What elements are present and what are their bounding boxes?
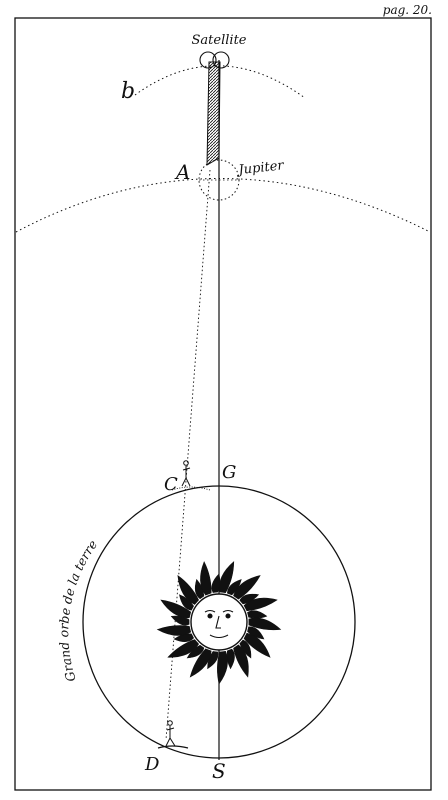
label-earth-orbit: Grand orbe de la terre — [56, 537, 100, 683]
sun-ray — [239, 593, 260, 605]
sun-ray — [194, 578, 205, 600]
sun-ray — [173, 633, 194, 642]
jupiter-orbit-arc — [15, 178, 431, 233]
jupiter-shadow-cone — [206, 61, 221, 166]
satellite-position-1 — [199, 51, 217, 69]
page-number: pag. 20. — [383, 3, 432, 17]
label-point-a: A — [174, 160, 190, 184]
sun-rays — [156, 561, 282, 685]
sun-ray — [226, 648, 235, 670]
sun-ray — [179, 594, 194, 611]
label-earth-orbit-path: Grand orbe de la terre — [56, 537, 100, 683]
sun-ray — [217, 650, 228, 685]
sun-disc — [190, 593, 248, 651]
label-point-d: D — [144, 754, 160, 775]
sun-ray — [233, 575, 261, 600]
label-point-b: b — [121, 79, 135, 104]
sun-ray — [186, 644, 205, 659]
label-point-g: G — [222, 462, 236, 483]
sun-ray — [207, 651, 219, 670]
sun-ray — [177, 574, 200, 605]
label-point-s: S — [212, 759, 226, 783]
sun-ray — [233, 644, 249, 678]
label-point-c: C — [164, 474, 178, 495]
jupiter-body — [198, 159, 240, 201]
observer-d-icon — [157, 720, 189, 749]
sun-icon — [156, 561, 282, 685]
sun-ray — [200, 561, 212, 596]
label-satellite: Satellite — [192, 33, 247, 48]
horizon-mark-c — [171, 486, 211, 491]
sun-ray — [211, 573, 221, 593]
sun-ray — [243, 597, 278, 612]
sun-ray — [167, 639, 200, 658]
sun-ray — [243, 632, 271, 658]
sun-ray — [170, 615, 190, 626]
sun-ray — [156, 625, 192, 636]
sun-ray — [239, 639, 252, 659]
sun-face — [204, 609, 234, 639]
sun-ray — [247, 610, 268, 619]
earth-orbit-circle — [82, 485, 356, 759]
sun-ray — [247, 626, 265, 640]
satellite-position-2 — [212, 51, 230, 69]
label-jupiter: Jupiter — [235, 158, 285, 178]
sun-ray — [160, 599, 192, 619]
sun-ray — [219, 561, 235, 594]
sight-line-a-d — [165, 169, 211, 741]
plate-border — [14, 17, 432, 791]
sun-ray — [189, 648, 212, 678]
observer-c-icon — [181, 460, 191, 487]
sun-ray — [227, 579, 242, 596]
